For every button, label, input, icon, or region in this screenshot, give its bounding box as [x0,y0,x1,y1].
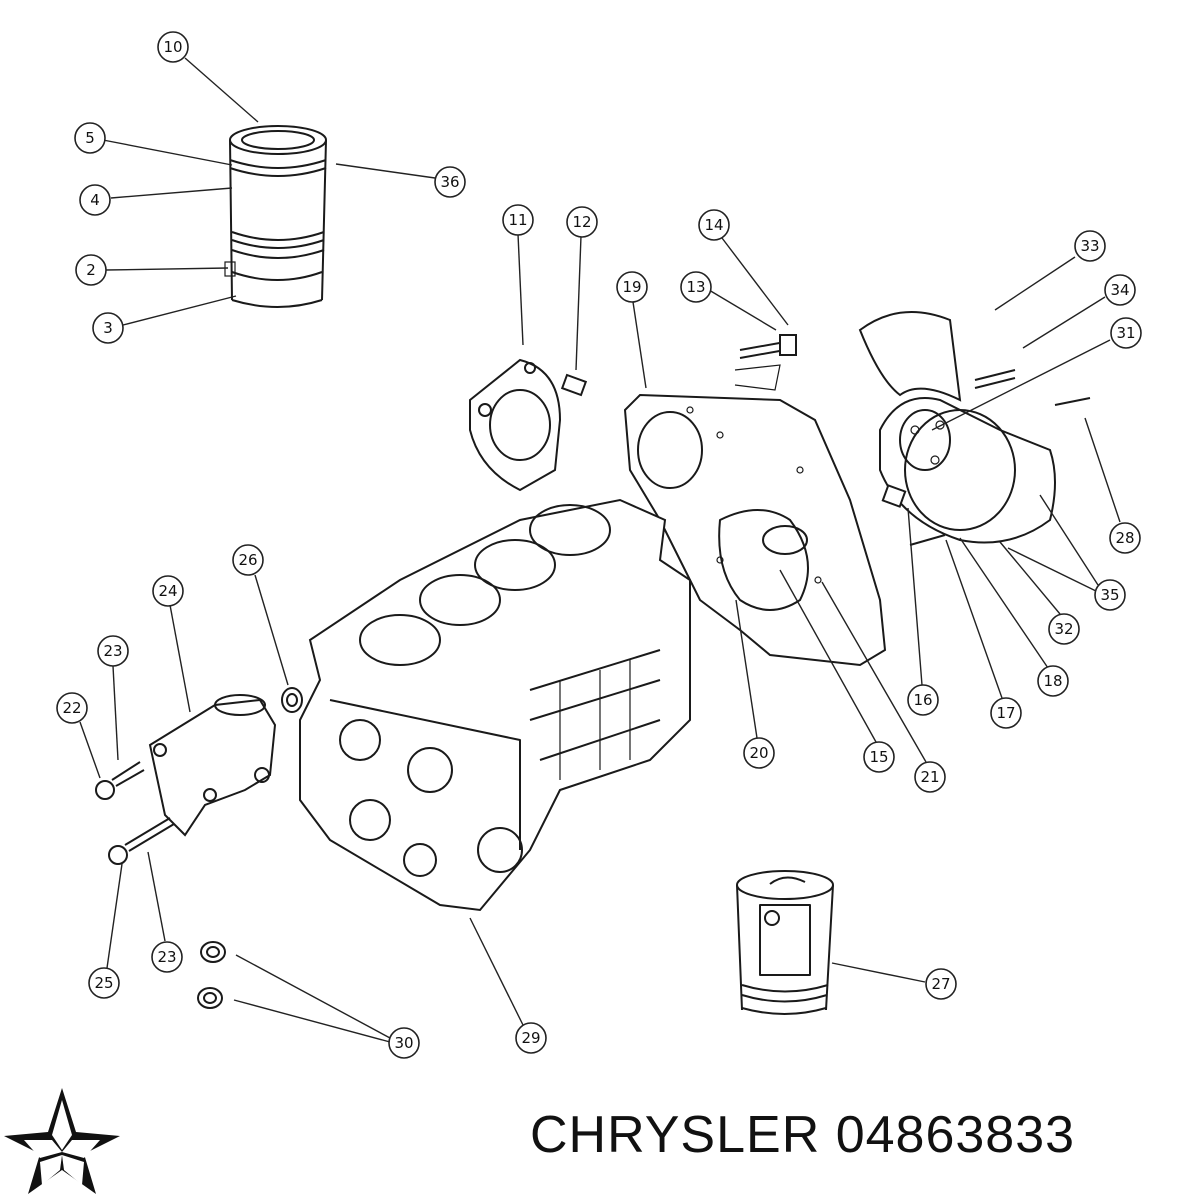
callout-35: 35 [1094,579,1126,611]
callout-label-19: 19 [622,278,641,296]
part-number: 04863833 [835,1106,1076,1164]
callout-20: 20 [743,737,775,769]
callout-16: 16 [907,684,939,716]
callout-label-11: 11 [508,211,527,229]
callout-36: 36 [434,166,466,198]
callout-label-31: 31 [1116,324,1135,342]
callout-label-26: 26 [238,551,257,569]
seal-rings [197,941,226,1009]
callout-33: 33 [1074,230,1106,262]
chrysler-pentastar-logo [4,1088,120,1194]
callout-27: 27 [925,968,957,1000]
bolt-13 [734,334,797,391]
engine-block [299,498,691,912]
callout-22: 22 [56,692,88,724]
callout-label-21: 21 [920,768,939,786]
callout-label-25: 25 [94,974,113,992]
callout-label-35: 35 [1100,586,1119,604]
callout-label-4: 4 [90,191,100,209]
bushing [281,687,303,713]
callout-label-24: 24 [158,582,177,600]
callout-12: 12 [566,206,598,238]
callout-label-12: 12 [572,213,591,231]
callout-32: 32 [1048,613,1080,645]
callout-label-3: 3 [103,319,113,337]
callout-14: 14 [698,209,730,241]
flywheel [858,311,1091,546]
callout-label-23-upper: 23 [103,642,122,660]
callout-label-28: 28 [1115,529,1134,547]
callout-label-22: 22 [62,699,81,717]
callout-23-upper: 23 [97,635,129,667]
callout-19: 19 [616,271,648,303]
callout-label-2: 2 [86,261,96,279]
callout-26: 26 [232,544,264,576]
piston [736,870,834,1015]
callout-2: 2 [75,254,107,286]
brand-name: CHRYSLER [530,1106,821,1164]
callout-30: 30 [388,1027,420,1059]
callout-label-29: 29 [521,1029,540,1047]
cylinder-liner-assembly [224,125,327,308]
adapter-plate [623,393,887,667]
callout-28: 28 [1109,522,1141,554]
callout-label-15: 15 [869,748,888,766]
callout-label-34: 34 [1110,281,1129,299]
callout-23-lower: 23 [151,941,183,973]
callout-label-30: 30 [394,1034,413,1052]
callout-label-5: 5 [85,129,95,147]
callout-label-27: 27 [931,975,950,993]
callout-13: 13 [680,271,712,303]
callout-31: 31 [1110,317,1142,349]
callout-21: 21 [914,761,946,793]
callout-15: 15 [863,741,895,773]
callout-label-14: 14 [704,216,723,234]
callout-label-20: 20 [749,744,768,762]
engine-mount-bracket [148,694,277,837]
callout-24: 24 [152,575,184,607]
callout-label-16: 16 [913,691,932,709]
callout-label-23-lower: 23 [157,948,176,966]
callout-label-33: 33 [1080,237,1099,255]
callout-11: 11 [502,204,534,236]
brand-part-number: CHRYSLER 04863833 [530,1105,1075,1165]
callout-label-36: 36 [440,173,459,191]
callout-34: 34 [1104,274,1136,306]
callout-label-32: 32 [1054,620,1073,638]
callout-label-18: 18 [1043,672,1062,690]
callout-4: 4 [79,184,111,216]
callout-10: 10 [157,31,189,63]
water-outlet-gasket [469,358,562,492]
dowel-pin [560,373,588,397]
callout-3: 3 [92,312,124,344]
callout-label-10: 10 [163,38,182,56]
mount-bolts [95,761,175,865]
callout-29: 29 [515,1022,547,1054]
callout-18: 18 [1037,665,1069,697]
callout-5: 5 [74,122,106,154]
leader-lines [79,57,1121,1043]
callout-label-13: 13 [686,278,705,296]
callout-25: 25 [88,967,120,999]
callout-17: 17 [990,697,1022,729]
callout-label-17: 17 [996,704,1015,722]
